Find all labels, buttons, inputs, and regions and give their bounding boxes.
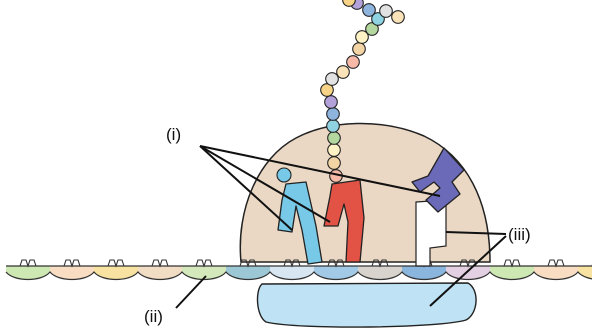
trna-amino-acid-bead (277, 168, 291, 182)
mrna-bases (152, 260, 168, 266)
amino-acid-bead (328, 157, 341, 170)
amino-acid-bead (327, 108, 340, 121)
mrna-bases (20, 260, 36, 266)
small-ribosomal-subunit (257, 283, 476, 327)
mrna-bases (504, 260, 520, 266)
amino-acid-bead (328, 144, 341, 157)
mrna-bases (196, 260, 212, 266)
amino-acid-bead (363, 4, 376, 17)
mrna-bases (108, 260, 124, 266)
amino-acid-bead (347, 56, 360, 69)
ribosome-label: (iii) (508, 225, 531, 244)
mrna-label: (ii) (144, 307, 163, 326)
amino-acid-bead (328, 132, 341, 145)
amino-acid-bead (337, 66, 350, 79)
amino-acid-bead (325, 96, 338, 109)
mrna-strand (6, 260, 592, 280)
mrna-bases (548, 260, 564, 266)
trna-label: (i) (166, 125, 181, 144)
mrna-pointer (176, 276, 206, 308)
amino-acid-bead (380, 5, 393, 18)
amino-acid-bead (353, 43, 366, 56)
amino-acid-bead (327, 120, 340, 133)
amino-acid-bead (326, 73, 339, 86)
mrna-bases (64, 260, 80, 266)
amino-acid-bead (392, 11, 405, 24)
